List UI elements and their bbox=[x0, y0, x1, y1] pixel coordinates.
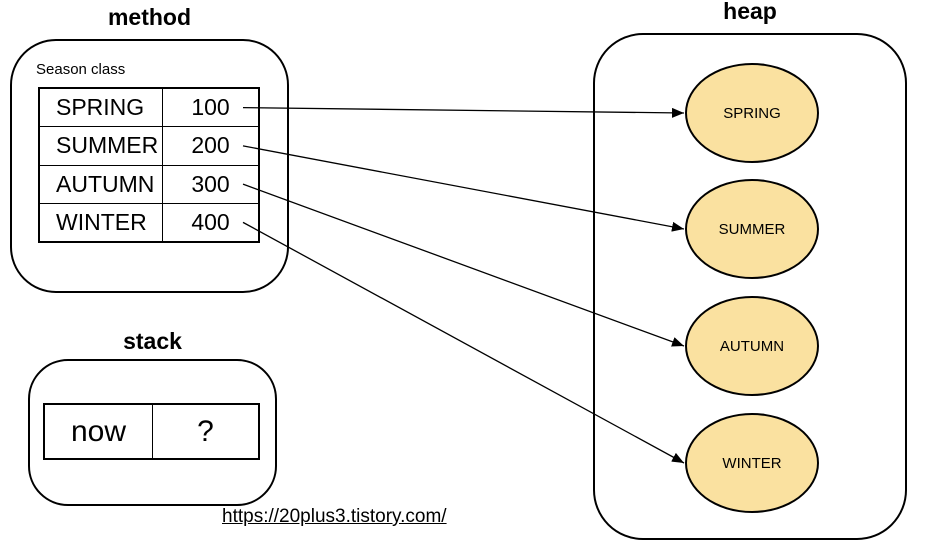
stack-variable-name-cell: now bbox=[45, 405, 153, 458]
stack-variable-table: now ? bbox=[43, 403, 260, 460]
heap-object-label: SPRING bbox=[723, 104, 781, 122]
heap-object-label: WINTER bbox=[722, 454, 782, 472]
season-value-cell: 300 bbox=[191, 170, 230, 197]
season-value-cell: 200 bbox=[191, 132, 230, 159]
stack-section-title: stack bbox=[123, 328, 182, 354]
heap-object-label: SUMMER bbox=[718, 220, 786, 238]
table-row: AUTUMN 300 bbox=[40, 165, 258, 204]
season-constants-table: SPRING 100 SUMMER 200 AUTUMN 300 WINTER … bbox=[38, 87, 260, 243]
season-name-cell: AUTUMN bbox=[40, 165, 163, 203]
table-row: SPRING 100 bbox=[40, 89, 258, 128]
season-name-cell: SUMMER bbox=[40, 127, 163, 165]
source-url-link[interactable]: https://20plus3.tistory.com/ bbox=[222, 506, 447, 527]
season-value-cell: 100 bbox=[191, 94, 230, 121]
stack-variable-value-cell: ? bbox=[197, 414, 214, 448]
heap-object-summer: SUMMER bbox=[685, 179, 819, 279]
heap-object-winter: WINTER bbox=[685, 413, 819, 513]
heap-object-spring: SPRING bbox=[685, 63, 819, 163]
heap-section-title: heap bbox=[723, 0, 777, 24]
heap-object-label: AUTUMN bbox=[719, 337, 785, 355]
table-row: WINTER 400 bbox=[40, 203, 258, 241]
method-section-title: method bbox=[107, 4, 192, 30]
heap-object-autumn: AUTUMN bbox=[685, 296, 819, 396]
season-name-cell: WINTER bbox=[40, 203, 163, 241]
table-row: SUMMER 200 bbox=[40, 127, 258, 166]
season-class-label: Season class bbox=[36, 61, 126, 78]
season-value-cell: 400 bbox=[191, 208, 230, 235]
season-name-cell: SPRING bbox=[40, 89, 163, 127]
